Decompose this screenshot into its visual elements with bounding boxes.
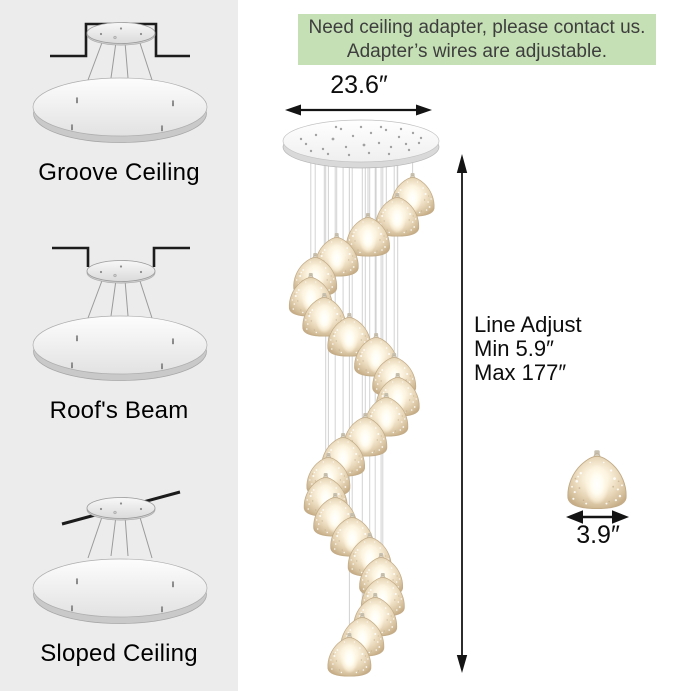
roofs-beam-figure xyxy=(33,246,207,381)
canopy-width-arrow-icon xyxy=(285,104,432,116)
sloped-ceiling-label: Sloped Ceiling xyxy=(40,640,198,667)
line-adjust-title: Line Adjust xyxy=(474,312,582,337)
groove-ceiling-label: Groove Ceiling xyxy=(38,159,200,186)
single-pendant-figure xyxy=(566,449,629,524)
roofs-beam-label: Roof's Beam xyxy=(49,397,189,424)
canopy-disc xyxy=(33,559,207,624)
line-adjust-label: Line Adjust Min 5.9″ Max 177″ xyxy=(474,313,582,385)
pendant xyxy=(567,449,627,510)
line-adjust-arrow-icon xyxy=(456,154,468,673)
adapter-wires xyxy=(87,39,153,81)
chandelier-canopy xyxy=(282,119,440,169)
canopy-disc xyxy=(33,316,207,381)
adapter-wires xyxy=(87,513,153,559)
banner-line-2: Adapter’s wires are adjustable. xyxy=(346,40,608,62)
ceiling-adapter-disc xyxy=(86,497,156,521)
canopy-width-label: 23.6″ xyxy=(330,71,388,99)
line-adjust-max: Max 177″ xyxy=(474,360,567,385)
ceiling-adapter-disc xyxy=(86,260,156,284)
banner-line-1: Need ceiling adapter, please contact us. xyxy=(308,16,646,38)
adapter-wires xyxy=(87,277,153,319)
canopy-wire-holes xyxy=(299,125,423,157)
canopy-disc xyxy=(33,78,207,143)
ceiling-adapter-disc xyxy=(86,22,156,46)
sloped-ceiling-figure xyxy=(33,490,207,624)
beam-outline-right-icon xyxy=(152,246,190,267)
line-adjust-min: Min 5.9″ xyxy=(474,336,554,361)
spiral-chandelier xyxy=(282,119,440,677)
pendant-width-arrow-icon xyxy=(566,510,629,524)
adapter-notice-banner: Need ceiling adapter, please contact us.… xyxy=(298,14,656,65)
pendant-width-label: 3.9″ xyxy=(576,521,620,549)
beam-outline-left-icon xyxy=(52,246,90,267)
groove-ceiling-figure xyxy=(33,22,207,143)
